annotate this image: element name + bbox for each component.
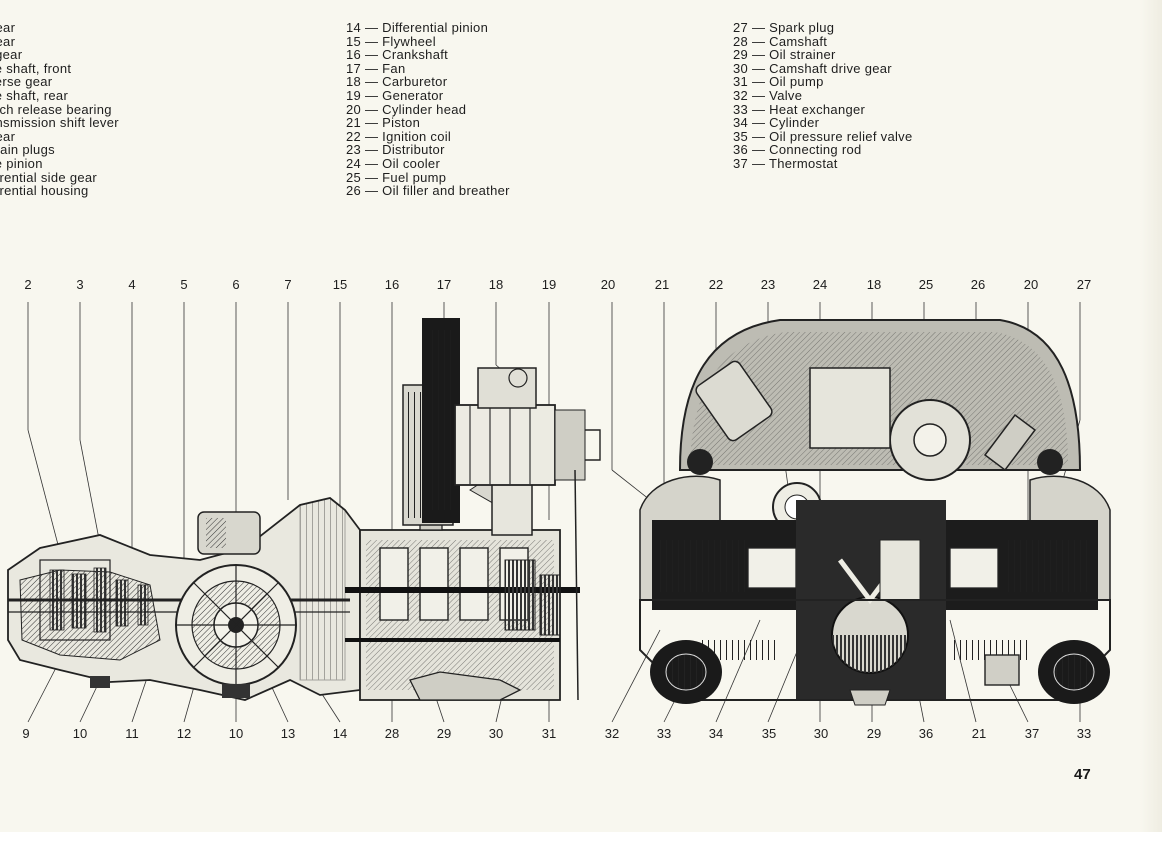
- paper-edge-shadow: [1140, 0, 1162, 832]
- legend-item: 34 — Cylinder: [733, 115, 820, 131]
- callout-number: 5: [180, 277, 188, 292]
- callout-number: 17: [436, 277, 452, 292]
- callout-number: 18: [866, 277, 882, 292]
- callout-number: 26: [970, 277, 986, 292]
- legend-item: 27 — Spark plug: [733, 20, 835, 35]
- callout-number: 16: [384, 277, 400, 292]
- callout-number: 29: [866, 726, 882, 741]
- legend-column-1: gear gear l gear ve shaft, front verse g…: [0, 21, 330, 198]
- callout-number: 21: [971, 726, 987, 741]
- callout-number: 20: [600, 277, 616, 292]
- callout-number: 2: [24, 277, 32, 292]
- legend-item: 22 — Ignition coil: [346, 128, 452, 144]
- callout-number: 12: [176, 726, 192, 741]
- legend-item: 32 — Valve: [733, 87, 803, 103]
- callout-number: 27: [1076, 277, 1092, 292]
- legend-item: 17 — Fan: [346, 60, 406, 76]
- callout-number: 36: [918, 726, 934, 741]
- legend-item: 14 — Differential pinion: [346, 20, 489, 35]
- legend-item: l gear: [0, 47, 23, 63]
- callout-number: 10: [72, 726, 88, 741]
- legend-column-3: 27 — Spark plug 28 — Camshaft 29 — Oil s…: [733, 21, 913, 171]
- callout-number: 28: [384, 726, 400, 741]
- callout-number: 7: [284, 277, 292, 292]
- callout-number: 25: [918, 277, 934, 292]
- legend-item: 35 — Oil pressure relief valve: [733, 128, 913, 144]
- legend-item: drain plugs: [0, 142, 55, 158]
- legend-item: utch release bearing: [0, 101, 112, 117]
- legend-item: 16 — Crankshaft: [346, 47, 449, 63]
- callout-number: 32: [604, 726, 620, 741]
- legend-item: 24 — Oil cooler: [346, 155, 441, 171]
- legend-item: ve shaft, front: [0, 60, 72, 76]
- legend-item: 33 — Heat exchanger: [733, 101, 866, 117]
- legend-item: 21 — Piston: [346, 115, 421, 131]
- callout-number: 18: [488, 277, 504, 292]
- legend-item: 25 — Fuel pump: [346, 169, 447, 185]
- callout-number: 6: [232, 277, 240, 292]
- callout-number: 22: [708, 277, 724, 292]
- callout-number: 30: [813, 726, 829, 741]
- engine-front-cutaway: [639, 319, 1111, 706]
- callout-number: 15: [332, 277, 348, 292]
- callout-number: 20: [1023, 277, 1039, 292]
- legend-item: 30 — Camshaft drive gear: [733, 60, 892, 76]
- legend-column-2: 14 — Differential pinion 15 — Flywheel 1…: [346, 21, 510, 198]
- callout-number: 33: [1076, 726, 1092, 741]
- legend-item: ve shaft, rear: [0, 87, 69, 103]
- callout-number: 29: [436, 726, 452, 741]
- legend-item: 36 — Connecting rod: [733, 142, 862, 158]
- callout-number: 14: [332, 726, 348, 741]
- callout-number: 30: [488, 726, 504, 741]
- legend-item: ansmission shift lever: [0, 115, 119, 131]
- callout-number: 23: [760, 277, 776, 292]
- engine-side-cutaway: [345, 454, 580, 701]
- callout-number: 19: [541, 277, 557, 292]
- callout-number: 13: [280, 726, 296, 741]
- callout-number: 3: [76, 277, 84, 292]
- legend-item: 23 — Distributor: [346, 142, 445, 158]
- legend-item: 19 — Generator: [346, 87, 444, 103]
- callout-number: 31: [541, 726, 557, 741]
- legend-item: 26 — Oil filler and breather: [346, 183, 510, 199]
- fan-and-generator: [402, 318, 601, 701]
- callout-number: 24: [812, 277, 828, 292]
- callout-number: 9: [22, 726, 30, 741]
- legend-item: verse gear: [0, 74, 53, 90]
- legend-item: 28 — Camshaft: [733, 33, 828, 49]
- callout-number: 10: [228, 726, 244, 741]
- legend-item: 37 — Thermostat: [733, 155, 838, 171]
- callout-number: 33: [656, 726, 672, 741]
- legend-item: 20 — Cylinder head: [346, 101, 467, 117]
- callout-number: 11: [125, 726, 139, 741]
- legend-item: ferential housing: [0, 183, 89, 198]
- callout-number: 37: [1024, 726, 1040, 741]
- legend-item: 15 — Flywheel: [346, 33, 436, 49]
- callout-number: 35: [761, 726, 777, 741]
- legend-item: 18 — Carburetor: [346, 74, 448, 90]
- callout-number: 21: [654, 277, 670, 292]
- legend-item: 29 — Oil strainer: [733, 47, 836, 63]
- legend-item: 31 — Oil pump: [733, 74, 824, 90]
- legend-item: ferential side gear: [0, 169, 98, 185]
- transaxle-cutaway: [7, 497, 361, 701]
- callout-number: 34: [708, 726, 724, 741]
- callout-number: 4: [128, 277, 136, 292]
- legend-item: gear: [0, 21, 16, 35]
- legend-item: gear: [0, 128, 16, 144]
- page-number: 47: [1074, 766, 1091, 783]
- legend-item: ve pinion: [0, 155, 43, 171]
- legend-item: gear: [0, 33, 16, 49]
